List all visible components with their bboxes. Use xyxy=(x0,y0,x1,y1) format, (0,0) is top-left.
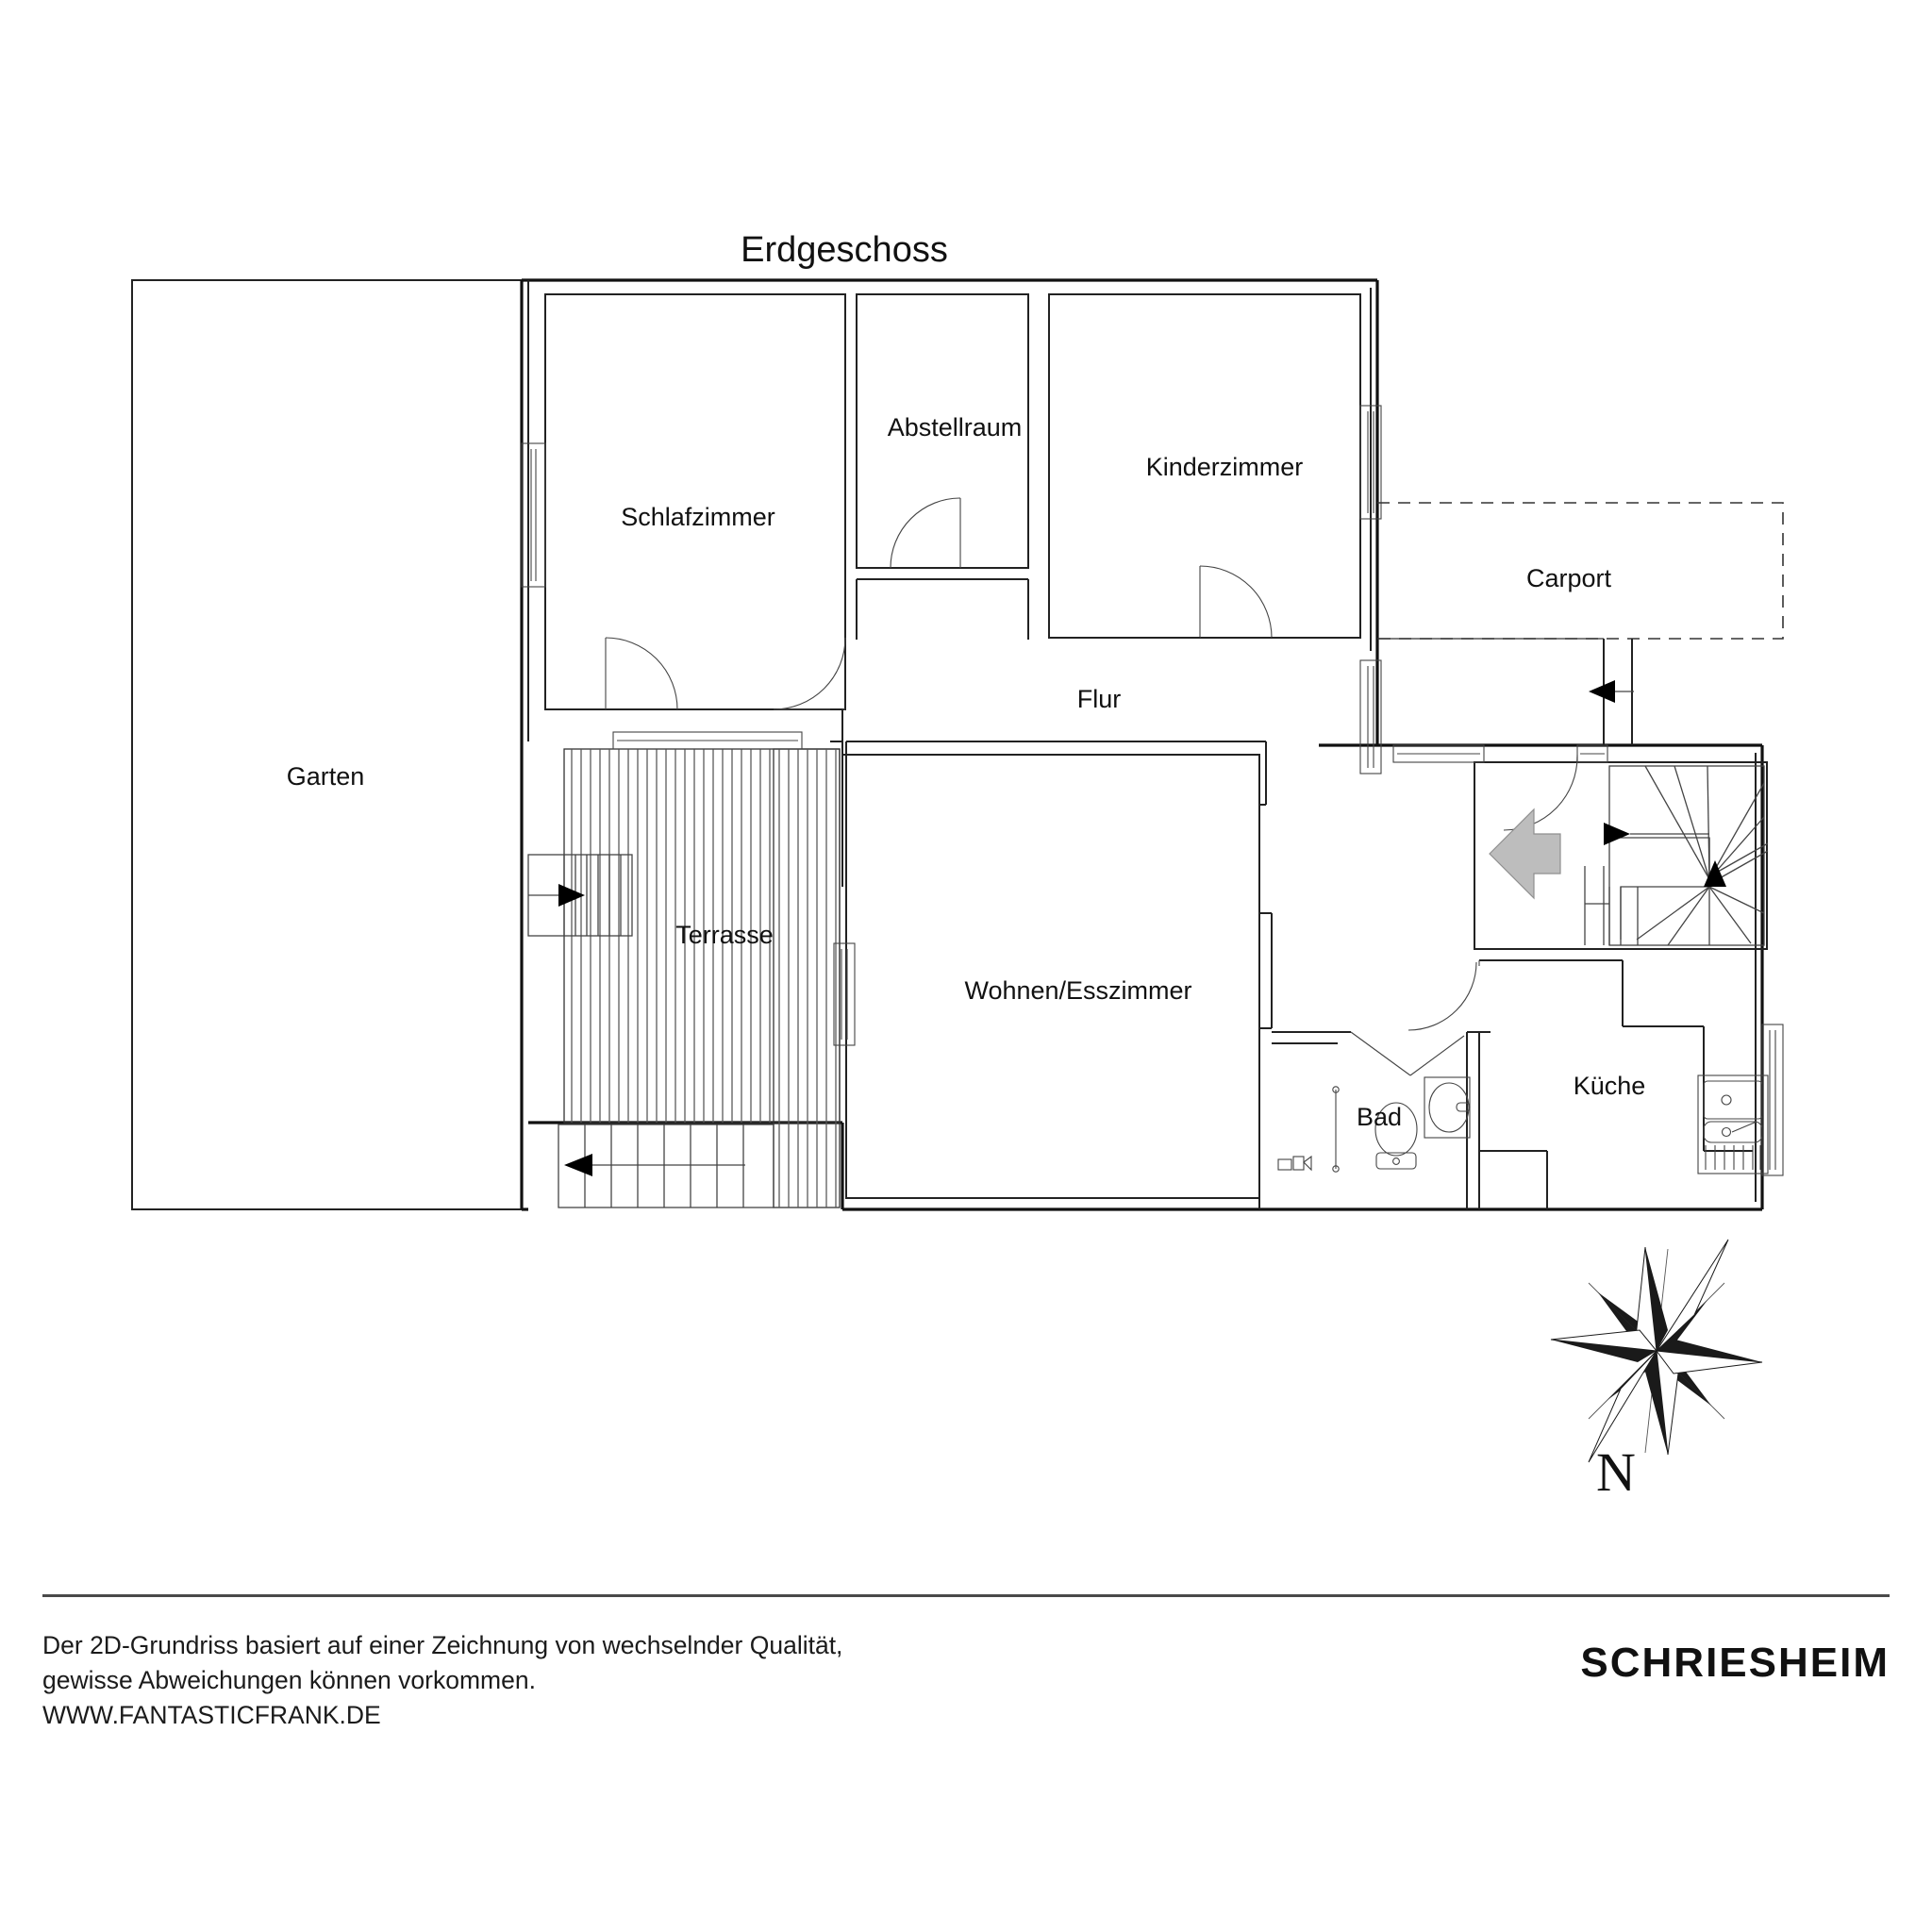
appliance-icon xyxy=(1277,1155,1312,1172)
door-entrance xyxy=(1503,755,1578,831)
door-bad xyxy=(1350,1031,1465,1076)
stairs-terrace-south xyxy=(558,1124,774,1208)
room-abstellraum xyxy=(856,293,1029,640)
window-entrance-right xyxy=(1576,744,1608,763)
brand-logo: SCHRIESHEIM xyxy=(1580,1640,1890,1686)
area-carport xyxy=(1377,502,1784,640)
room-kueche xyxy=(1407,959,1784,1209)
room-label-bad: Bad xyxy=(1357,1103,1402,1131)
window-entrance-left xyxy=(1392,744,1485,763)
kitchen-sink-icon xyxy=(1697,1074,1769,1174)
room-schlafzimmer xyxy=(521,293,846,710)
terrace-decking xyxy=(571,749,837,1208)
footer-disclaimer: Der 2D-Grundriss basiert auf einer Zeich… xyxy=(42,1628,1174,1733)
entrance-direction-arrow xyxy=(1489,808,1561,900)
room-kinderzimmer xyxy=(1048,293,1382,639)
room-label-flur: Flur xyxy=(1077,685,1122,713)
window-flur-east xyxy=(1359,659,1382,774)
room-bad xyxy=(1272,1031,1491,1209)
house-outer-walls xyxy=(520,278,1764,1211)
disclaimer-line-2: gewisse Abweichungen können vorkommen. xyxy=(42,1666,536,1694)
door-schlafzimmer-flur xyxy=(773,637,846,710)
room-label-abstellraum: Abstellraum xyxy=(888,413,1023,441)
page-title: Erdgeschoss xyxy=(741,230,948,270)
door-kueche xyxy=(1407,960,1480,1031)
room-label-kueche: Küche xyxy=(1574,1072,1646,1100)
room-wohnen-esszimmer xyxy=(833,754,1273,1209)
room-label-kinderzimmer: Kinderzimmer xyxy=(1146,453,1304,481)
window-terrace-top xyxy=(612,731,803,750)
door-schlafzimmer-terrace xyxy=(605,637,678,710)
shower-fixture-icon xyxy=(1332,1086,1340,1173)
window-schlafzimmer xyxy=(521,442,546,588)
footer-divider xyxy=(42,1594,1890,1597)
disclaimer-line-1: Der 2D-Grundriss basiert auf einer Zeich… xyxy=(42,1631,843,1659)
staircase xyxy=(1584,765,1769,946)
carport-entry-arrow xyxy=(1589,639,1634,745)
area-terrasse xyxy=(527,731,841,1208)
door-kinderzimmer xyxy=(1199,565,1273,639)
room-label-terrasse: Terrasse xyxy=(675,921,774,949)
window-wohnen-west xyxy=(833,942,856,1046)
stairs-terrace-west xyxy=(527,854,633,937)
room-label-carport: Carport xyxy=(1526,564,1612,592)
door-abstellraum xyxy=(890,497,961,569)
room-label-garten: Garten xyxy=(287,762,365,791)
footer: Der 2D-Grundriss basiert auf einer Zeich… xyxy=(0,1594,1932,1811)
room-label-schlafzimmer: Schlafzimmer xyxy=(621,503,775,531)
window-kueche-east xyxy=(1761,1024,1784,1176)
footer-website[interactable]: WWW.FANTASTICFRANK.DE xyxy=(42,1701,381,1729)
compass-rose-icon xyxy=(1550,1239,1763,1463)
toilet-icon xyxy=(1374,1102,1418,1170)
compass-north-label: N xyxy=(1596,1441,1636,1503)
area-entrance-stairwell xyxy=(1392,744,1769,950)
window-kinderzimmer xyxy=(1359,405,1382,520)
sink-icon xyxy=(1424,1076,1471,1139)
room-label-wohnen: Wohnen/Esszimmer xyxy=(964,976,1191,1005)
room-garten xyxy=(131,279,523,1210)
